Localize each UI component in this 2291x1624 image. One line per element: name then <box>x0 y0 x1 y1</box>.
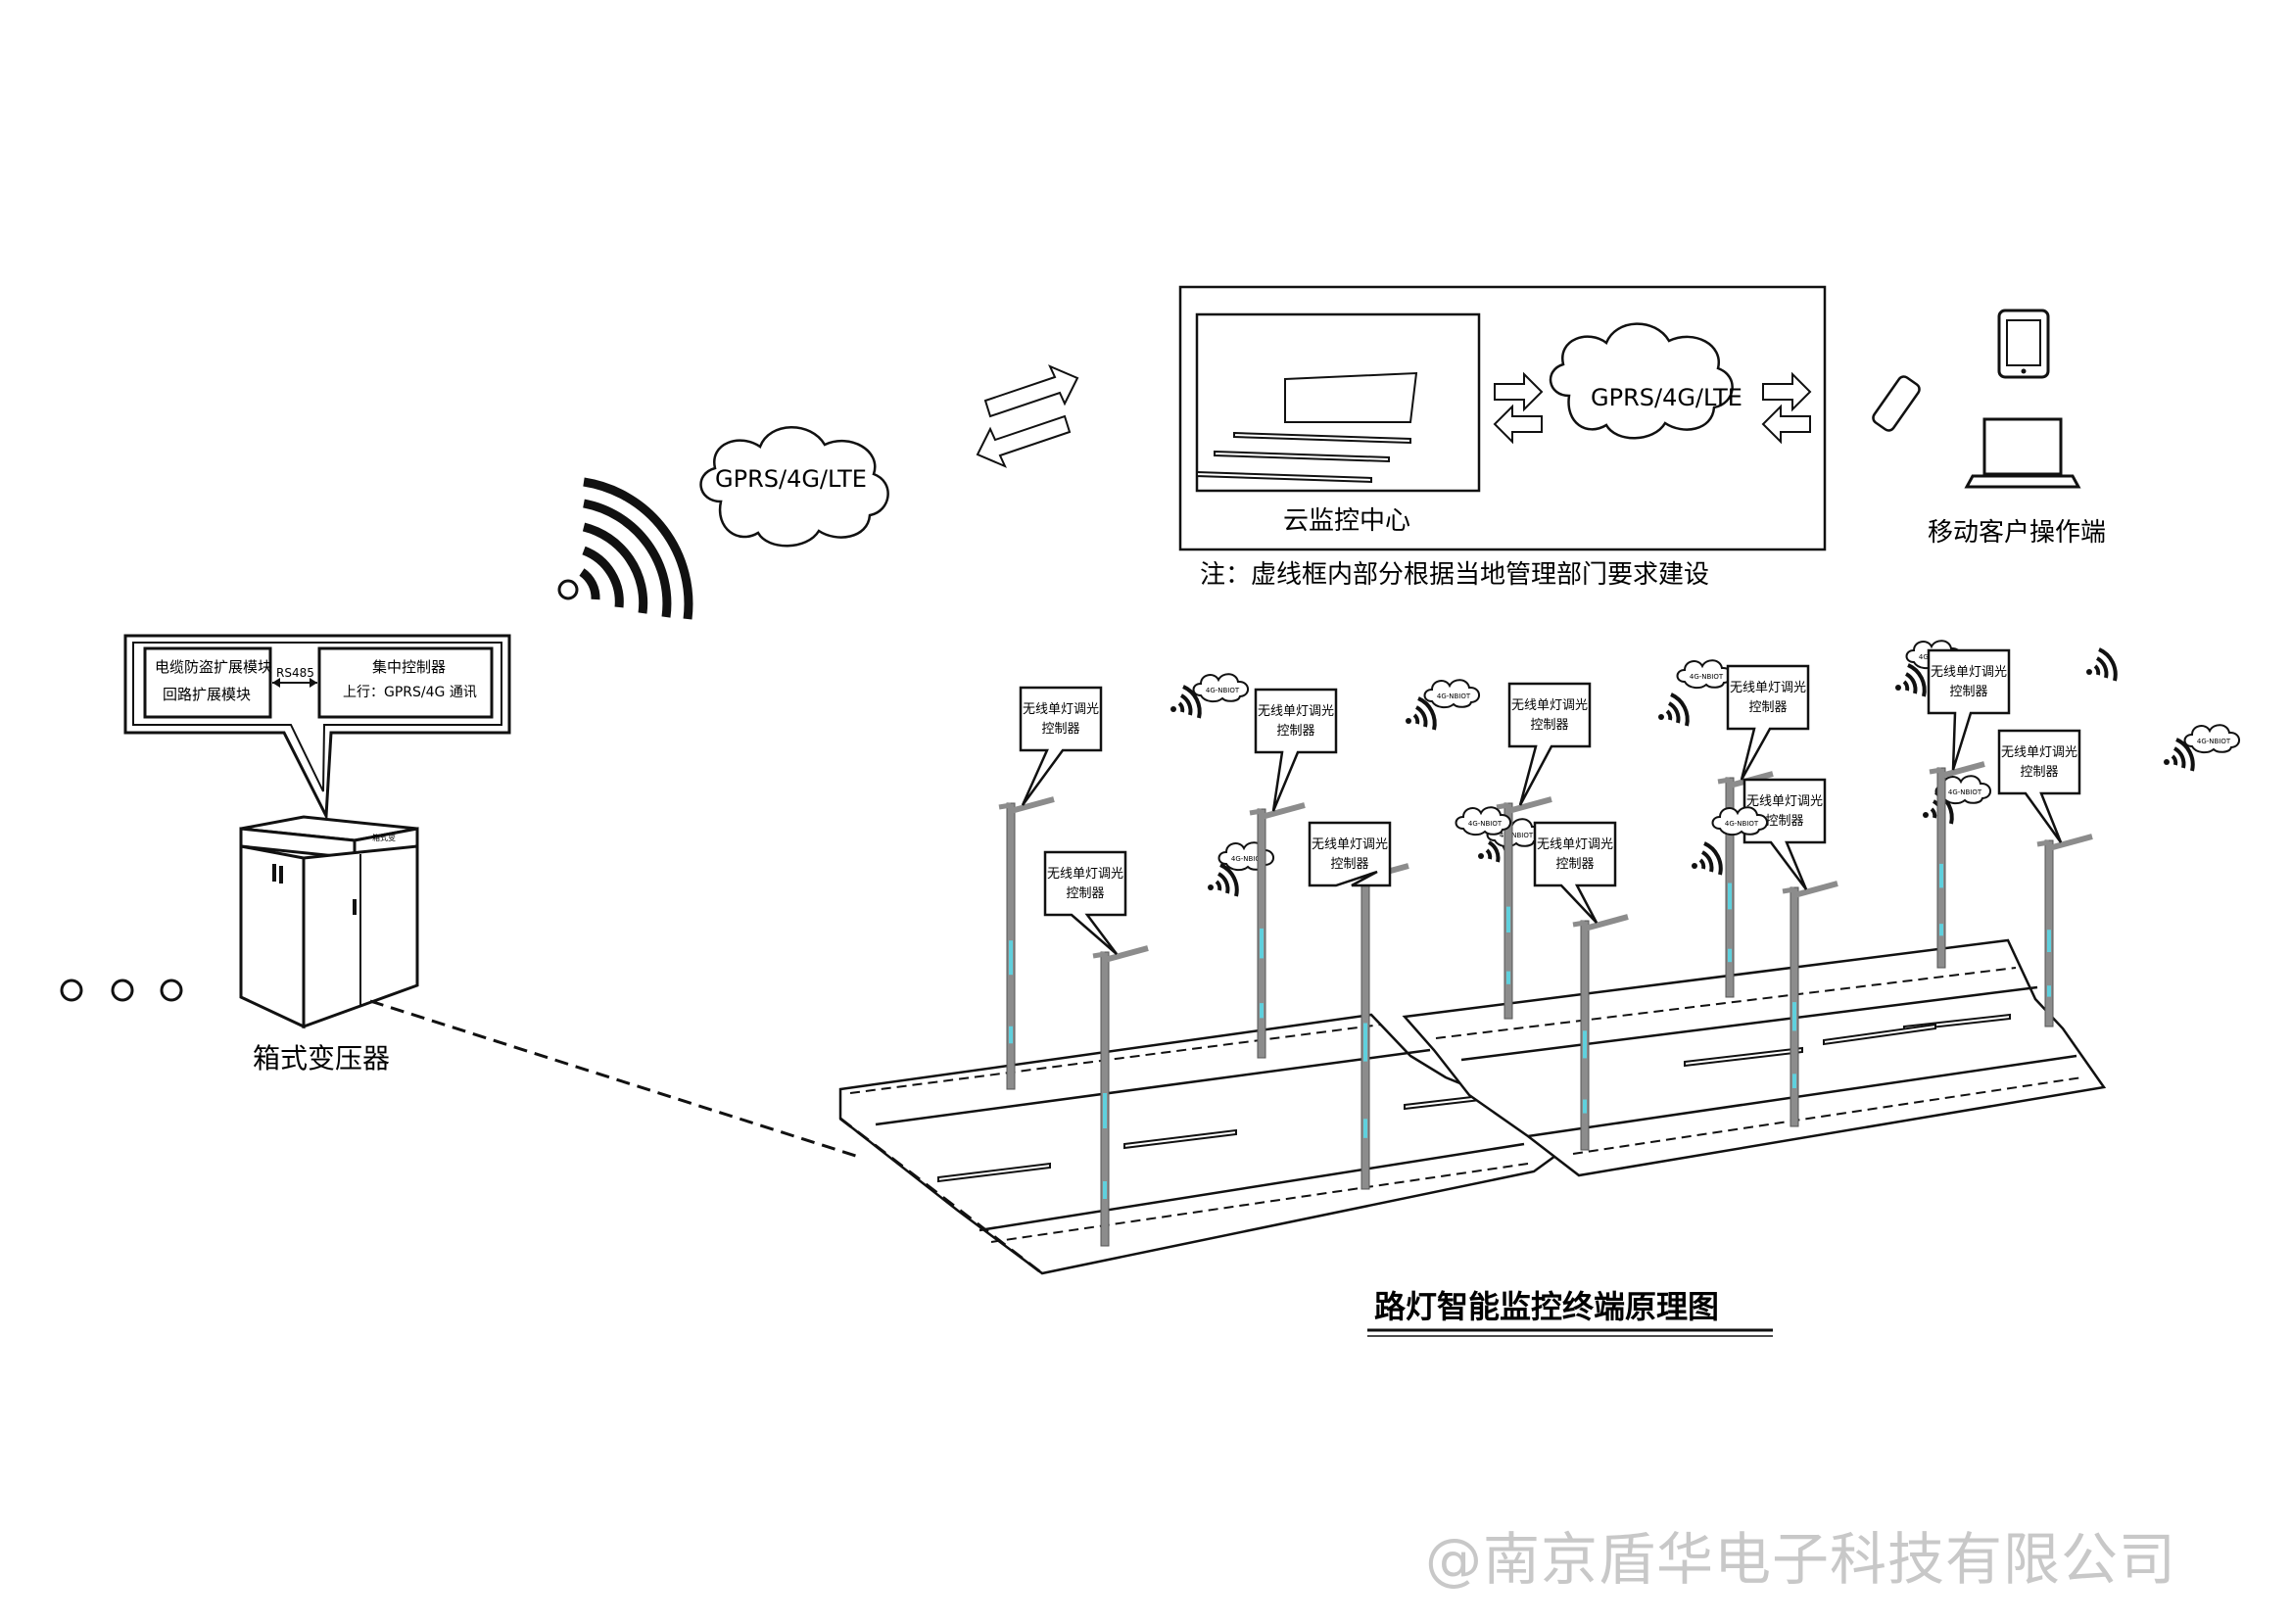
laptop-icon <box>1964 417 2081 489</box>
callout-link-label: RS485 <box>276 666 314 680</box>
wifi-signal-icon <box>1656 693 1690 728</box>
screen-window-shape <box>1284 371 1418 423</box>
wireless-signal-icon <box>557 477 693 620</box>
callout-right-line2: 上行：GPRS/4G 通讯 <box>343 685 477 700</box>
callout-left-line2: 回路扩展模块 <box>163 686 251 703</box>
controller-label-line1: 无线单灯调光 <box>2001 745 2077 760</box>
transformer-plate: 箱式变 <box>372 833 396 842</box>
tablet-icon <box>1997 309 2050 379</box>
controller-label-line1: 无线单灯调光 <box>1730 681 1806 695</box>
controller-label-line1: 无线单灯调光 <box>1511 698 1588 713</box>
network-label-left: GPRS/4G/LTE <box>715 465 867 493</box>
controller-label-line1: 无线单灯调光 <box>1312 837 1388 852</box>
mobile-client-label: 移动客户操作端 <box>1928 518 2106 548</box>
controller-label-line2: 控制器 <box>1330 857 1368 872</box>
callout-left-line1: 电缆防盗扩展模块 <box>155 658 272 676</box>
controller-label-line2: 控制器 <box>1765 814 1803 829</box>
street-light-poles: 无线单灯调光控制器4G-NBIOT无线单灯调光控制器4G-NBIOT无线单灯调光… <box>998 640 2241 1247</box>
controller-label-line2: 控制器 <box>1066 886 1104 901</box>
monitor-screen <box>1195 312 1481 493</box>
nbiot-cloud: 4G-NBIOT <box>1711 806 1769 836</box>
network-cloud-left: GPRS/4G/LTE <box>699 426 889 548</box>
wifi-signal-icon <box>1690 841 1723 877</box>
nbiot-cloud-label: 4G-NBIOT <box>1468 820 1503 828</box>
nbiot-cloud-label: 4G-NBIOT <box>1725 820 1759 828</box>
controller-label-line1: 无线单灯调光 <box>1537 837 1613 852</box>
exchange-arrows-right <box>1761 371 1812 445</box>
diagram-title: 路灯智能监控终端原理图 <box>1374 1288 1719 1325</box>
cloud-center-frame <box>1178 285 1827 551</box>
controller-label-line2: 控制器 <box>1276 724 1314 739</box>
network-cloud-right: GPRS/4G/LTE <box>1549 322 1742 440</box>
watermark: @南京盾华电子科技有限公司 <box>1425 1526 2177 1593</box>
nbiot-cloud: 4G-NBIOT <box>1217 841 1275 872</box>
nbiot-cloud-label: 4G-NBIOT <box>1437 693 1471 700</box>
exchange-arrows-left <box>976 364 1079 468</box>
cloud-center-label: 云监控中心 <box>1283 506 1410 536</box>
exchange-arrows-center <box>1493 371 1544 445</box>
nbiot-cloud-label: 4G-NBIOT <box>1948 788 1982 796</box>
nbiot-cloud: 4G-NBIOT <box>1486 818 1544 848</box>
network-label-right: GPRS/4G/LTE <box>1591 384 1742 411</box>
controller-label-line1: 无线单灯调光 <box>1931 665 2007 680</box>
note-text: 注：虚线框内部分根据当地管理部门要求建设 <box>1200 560 1709 590</box>
controller-label-line1: 无线单灯调光 <box>1047 867 1123 882</box>
box-transformer: 箱式变 <box>239 815 419 1029</box>
wifi-signal-icon <box>1404 696 1437 732</box>
controller-label-line1: 无线单灯调光 <box>1023 702 1099 717</box>
nbiot-cloud: 4G-NBIOT <box>1934 775 1992 805</box>
ellipsis-icon <box>60 979 183 1002</box>
controller-label-line2: 控制器 <box>1949 685 1987 699</box>
callout-right-line1: 集中控制器 <box>372 658 446 676</box>
controller-label-line2: 控制器 <box>1530 718 1568 733</box>
nbiot-cloud-label: 4G-NBIOT <box>1206 687 1240 694</box>
wifi-signal-icon <box>2084 647 2118 683</box>
nbiot-cloud-label: 4G-NBIOT <box>1500 832 1534 839</box>
nbiot-cloud-label: 4G-NBIOT <box>2197 738 2231 745</box>
wifi-signal-icon <box>1893 663 1927 698</box>
cable-dashed-line <box>369 999 863 1160</box>
controller-callout: 电缆防盗扩展模块 回路扩展模块 RS485 集中控制器 上行：GPRS/4G 通… <box>123 634 511 822</box>
controller-label-line2: 控制器 <box>1748 700 1787 715</box>
nbiot-cloud: 4G-NBIOT <box>1192 673 1250 703</box>
nbiot-cloud-label: 4G-NBIOT <box>1231 855 1265 863</box>
nbiot-cloud: 4G-NBIOT <box>1676 659 1734 690</box>
nbiot-cloud: 4G-NBIOT <box>1423 679 1481 709</box>
controller-label-line1: 无线单灯调光 <box>1258 704 1334 719</box>
phone-icon <box>1872 375 1921 432</box>
transformer-label: 箱式变压器 <box>253 1042 390 1075</box>
controller-label-line2: 控制器 <box>1041 722 1079 737</box>
road <box>838 938 2107 1275</box>
nbiot-cloud: 4G-NBIOT <box>1455 806 1512 836</box>
nbiot-cloud-label: 4G-NBIOT <box>1690 673 1724 681</box>
controller-label-line1: 无线单灯调光 <box>1746 794 1823 809</box>
controller-label-line2: 控制器 <box>1555 857 1594 872</box>
controller-label-line2: 控制器 <box>2020 765 2058 780</box>
nbiot-cloud: 4G-NBIOT <box>2183 724 2241 754</box>
